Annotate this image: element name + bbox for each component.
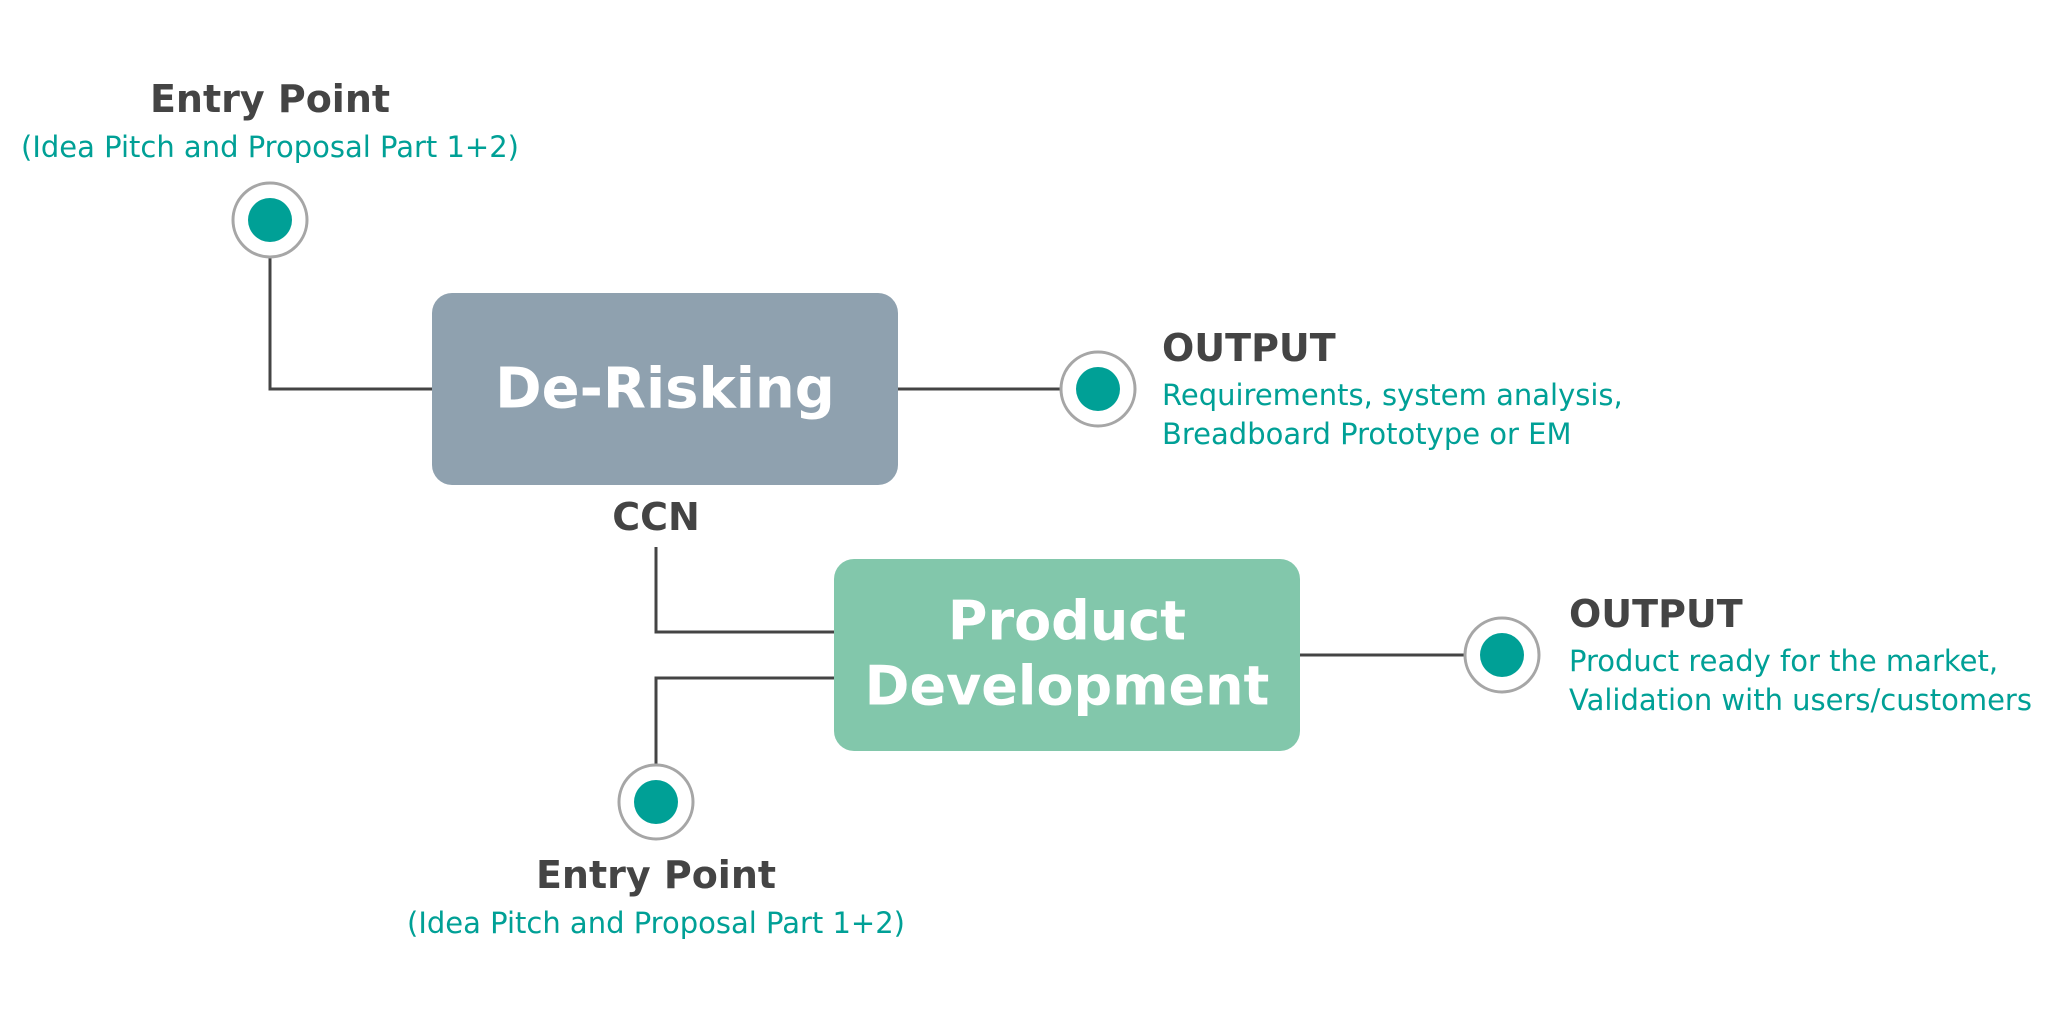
node-output-top: [1059, 350, 1137, 428]
entry-top-title: Entry Point: [150, 77, 390, 121]
output-top-line2: Breadboard Prototype or EM: [1162, 417, 1572, 451]
connector-entry-bottom-to-product-dev: [654, 676, 834, 765]
entry-bottom-title: Entry Point: [536, 853, 776, 897]
connectors: [268, 258, 1464, 765]
derisking-box: De-Risking: [432, 293, 898, 485]
product-dev-label-line2: Development: [865, 655, 1270, 718]
entry-bottom-subtitle: (Idea Pitch and Proposal Part 1+2): [407, 906, 905, 940]
entry-top-subtitle: (Idea Pitch and Proposal Part 1+2): [21, 130, 519, 164]
output-bottom-title: OUTPUT: [1569, 592, 1743, 636]
product-dev-label-line1: Product: [948, 590, 1186, 653]
ccn-label: CCN: [612, 495, 700, 539]
connector-ccn-to-product-dev: [654, 547, 834, 634]
output-top-title: OUTPUT: [1162, 326, 1336, 370]
derisking-label: De-Risking: [495, 357, 835, 422]
product-development-box: Product Development: [834, 559, 1300, 751]
node-output-bottom: [1463, 616, 1541, 694]
connector-entry-top-to-derisking: [268, 258, 432, 391]
output-top-line1: Requirements, system analysis,: [1162, 378, 1623, 412]
output-bottom-line1: Product ready for the market,: [1569, 644, 1998, 678]
node-entry-bottom: [617, 763, 695, 841]
node-entry-top: [231, 181, 309, 259]
output-bottom-line2: Validation with users/customers: [1569, 683, 2032, 717]
